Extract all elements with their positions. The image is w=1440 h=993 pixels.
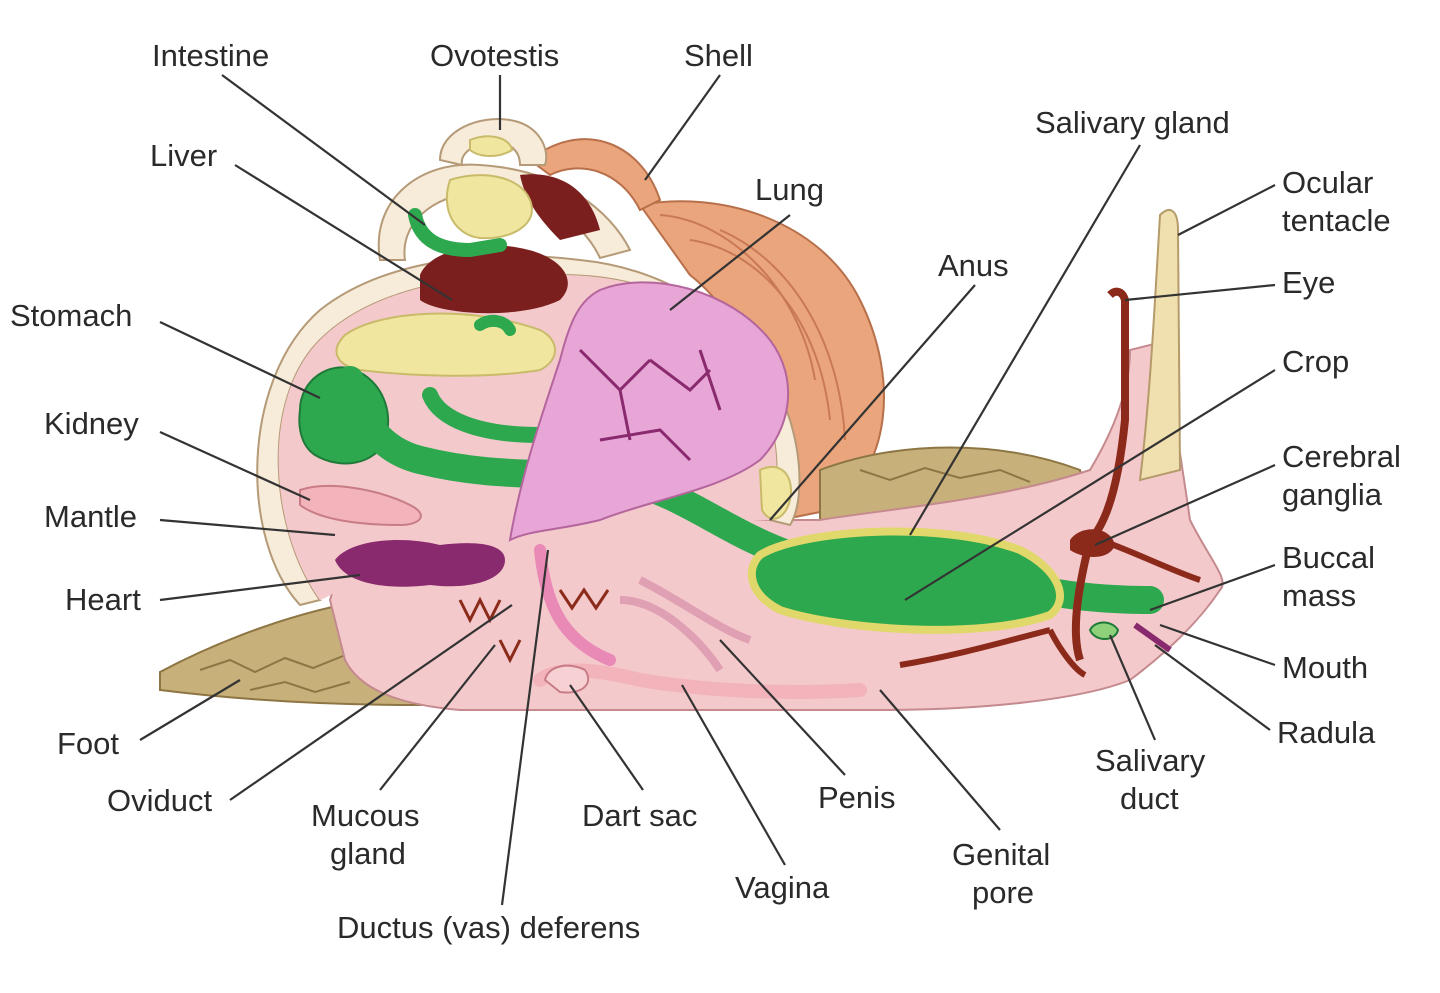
label-salivary-gland: Salivary gland: [1035, 105, 1230, 140]
label-mucous-gland-line1: Mucous: [311, 798, 420, 833]
label-eye: Eye: [1282, 265, 1335, 300]
label-salivary-duct-line2: duct: [1120, 781, 1179, 816]
label-mucous-gland-line2: gland: [330, 836, 406, 871]
label-mouth: Mouth: [1282, 650, 1368, 685]
label-genital-pore-line1: Genital: [952, 837, 1050, 872]
label-cerebral-ganglia-line2: ganglia: [1282, 477, 1383, 512]
label-intestine: Intestine: [152, 38, 269, 73]
label-buccal-mass-line2: mass: [1282, 578, 1356, 613]
label-anus: Anus: [938, 248, 1009, 283]
label-ocular-tentacle-line2: tentacle: [1282, 203, 1391, 238]
label-kidney: Kidney: [44, 406, 139, 441]
label-mantle: Mantle: [44, 499, 137, 534]
label-shell: Shell: [684, 38, 753, 73]
label-genital-pore-line2: pore: [972, 875, 1034, 910]
labels: Intestine Ovotestis Shell Liver Lung Sal…: [10, 38, 1401, 945]
label-heart: Heart: [65, 582, 141, 617]
label-crop: Crop: [1282, 344, 1349, 379]
label-dart-sac: Dart sac: [582, 798, 697, 833]
label-lung: Lung: [755, 172, 824, 207]
label-ovotestis: Ovotestis: [430, 38, 559, 73]
label-cerebral-ganglia-line1: Cerebral: [1282, 439, 1401, 474]
label-buccal-mass-line1: Buccal: [1282, 540, 1375, 575]
label-vagina: Vagina: [735, 870, 830, 905]
label-salivary-duct-line1: Salivary: [1095, 743, 1206, 778]
organs: [298, 135, 1201, 699]
label-foot: Foot: [57, 726, 119, 761]
label-liver: Liver: [150, 138, 217, 173]
label-stomach: Stomach: [10, 298, 132, 333]
leader-lines: [139, 74, 1276, 906]
label-penis: Penis: [818, 780, 896, 815]
label-radula: Radula: [1277, 715, 1376, 750]
label-ocular-tentacle-line1: Ocular: [1282, 165, 1373, 200]
label-oviduct: Oviduct: [107, 783, 212, 818]
label-ductus-deferens: Ductus (vas) deferens: [337, 910, 640, 945]
